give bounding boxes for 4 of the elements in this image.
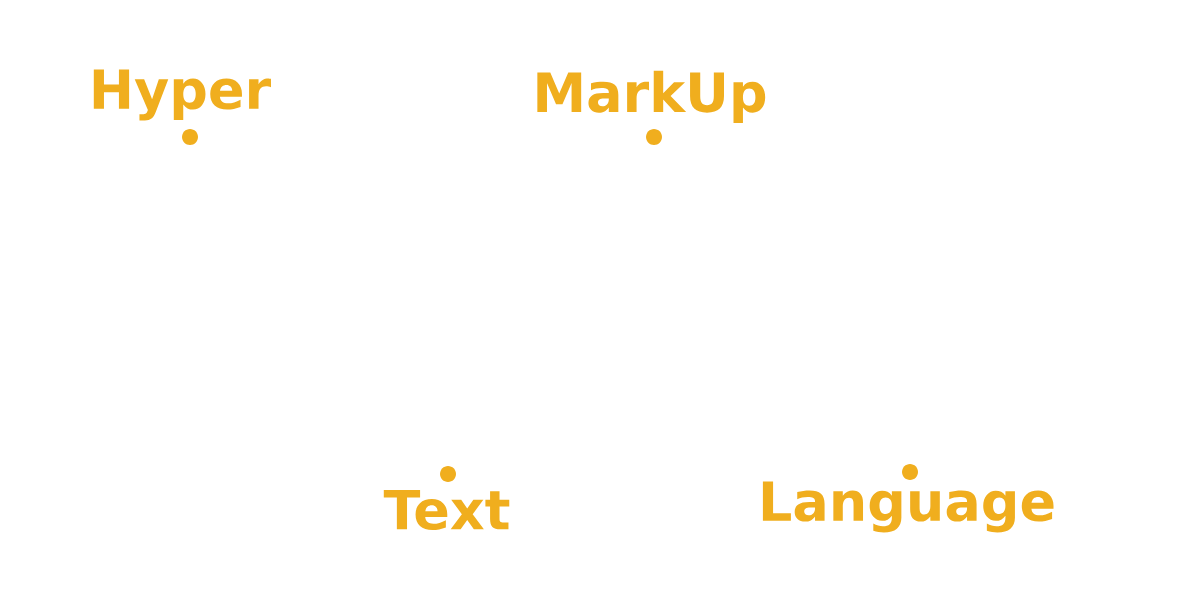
word: Hyper — [93, 69, 271, 121]
word: Text — [383, 489, 510, 531]
word: Language — [762, 481, 1054, 533]
word: MarkUp — [537, 70, 766, 124]
